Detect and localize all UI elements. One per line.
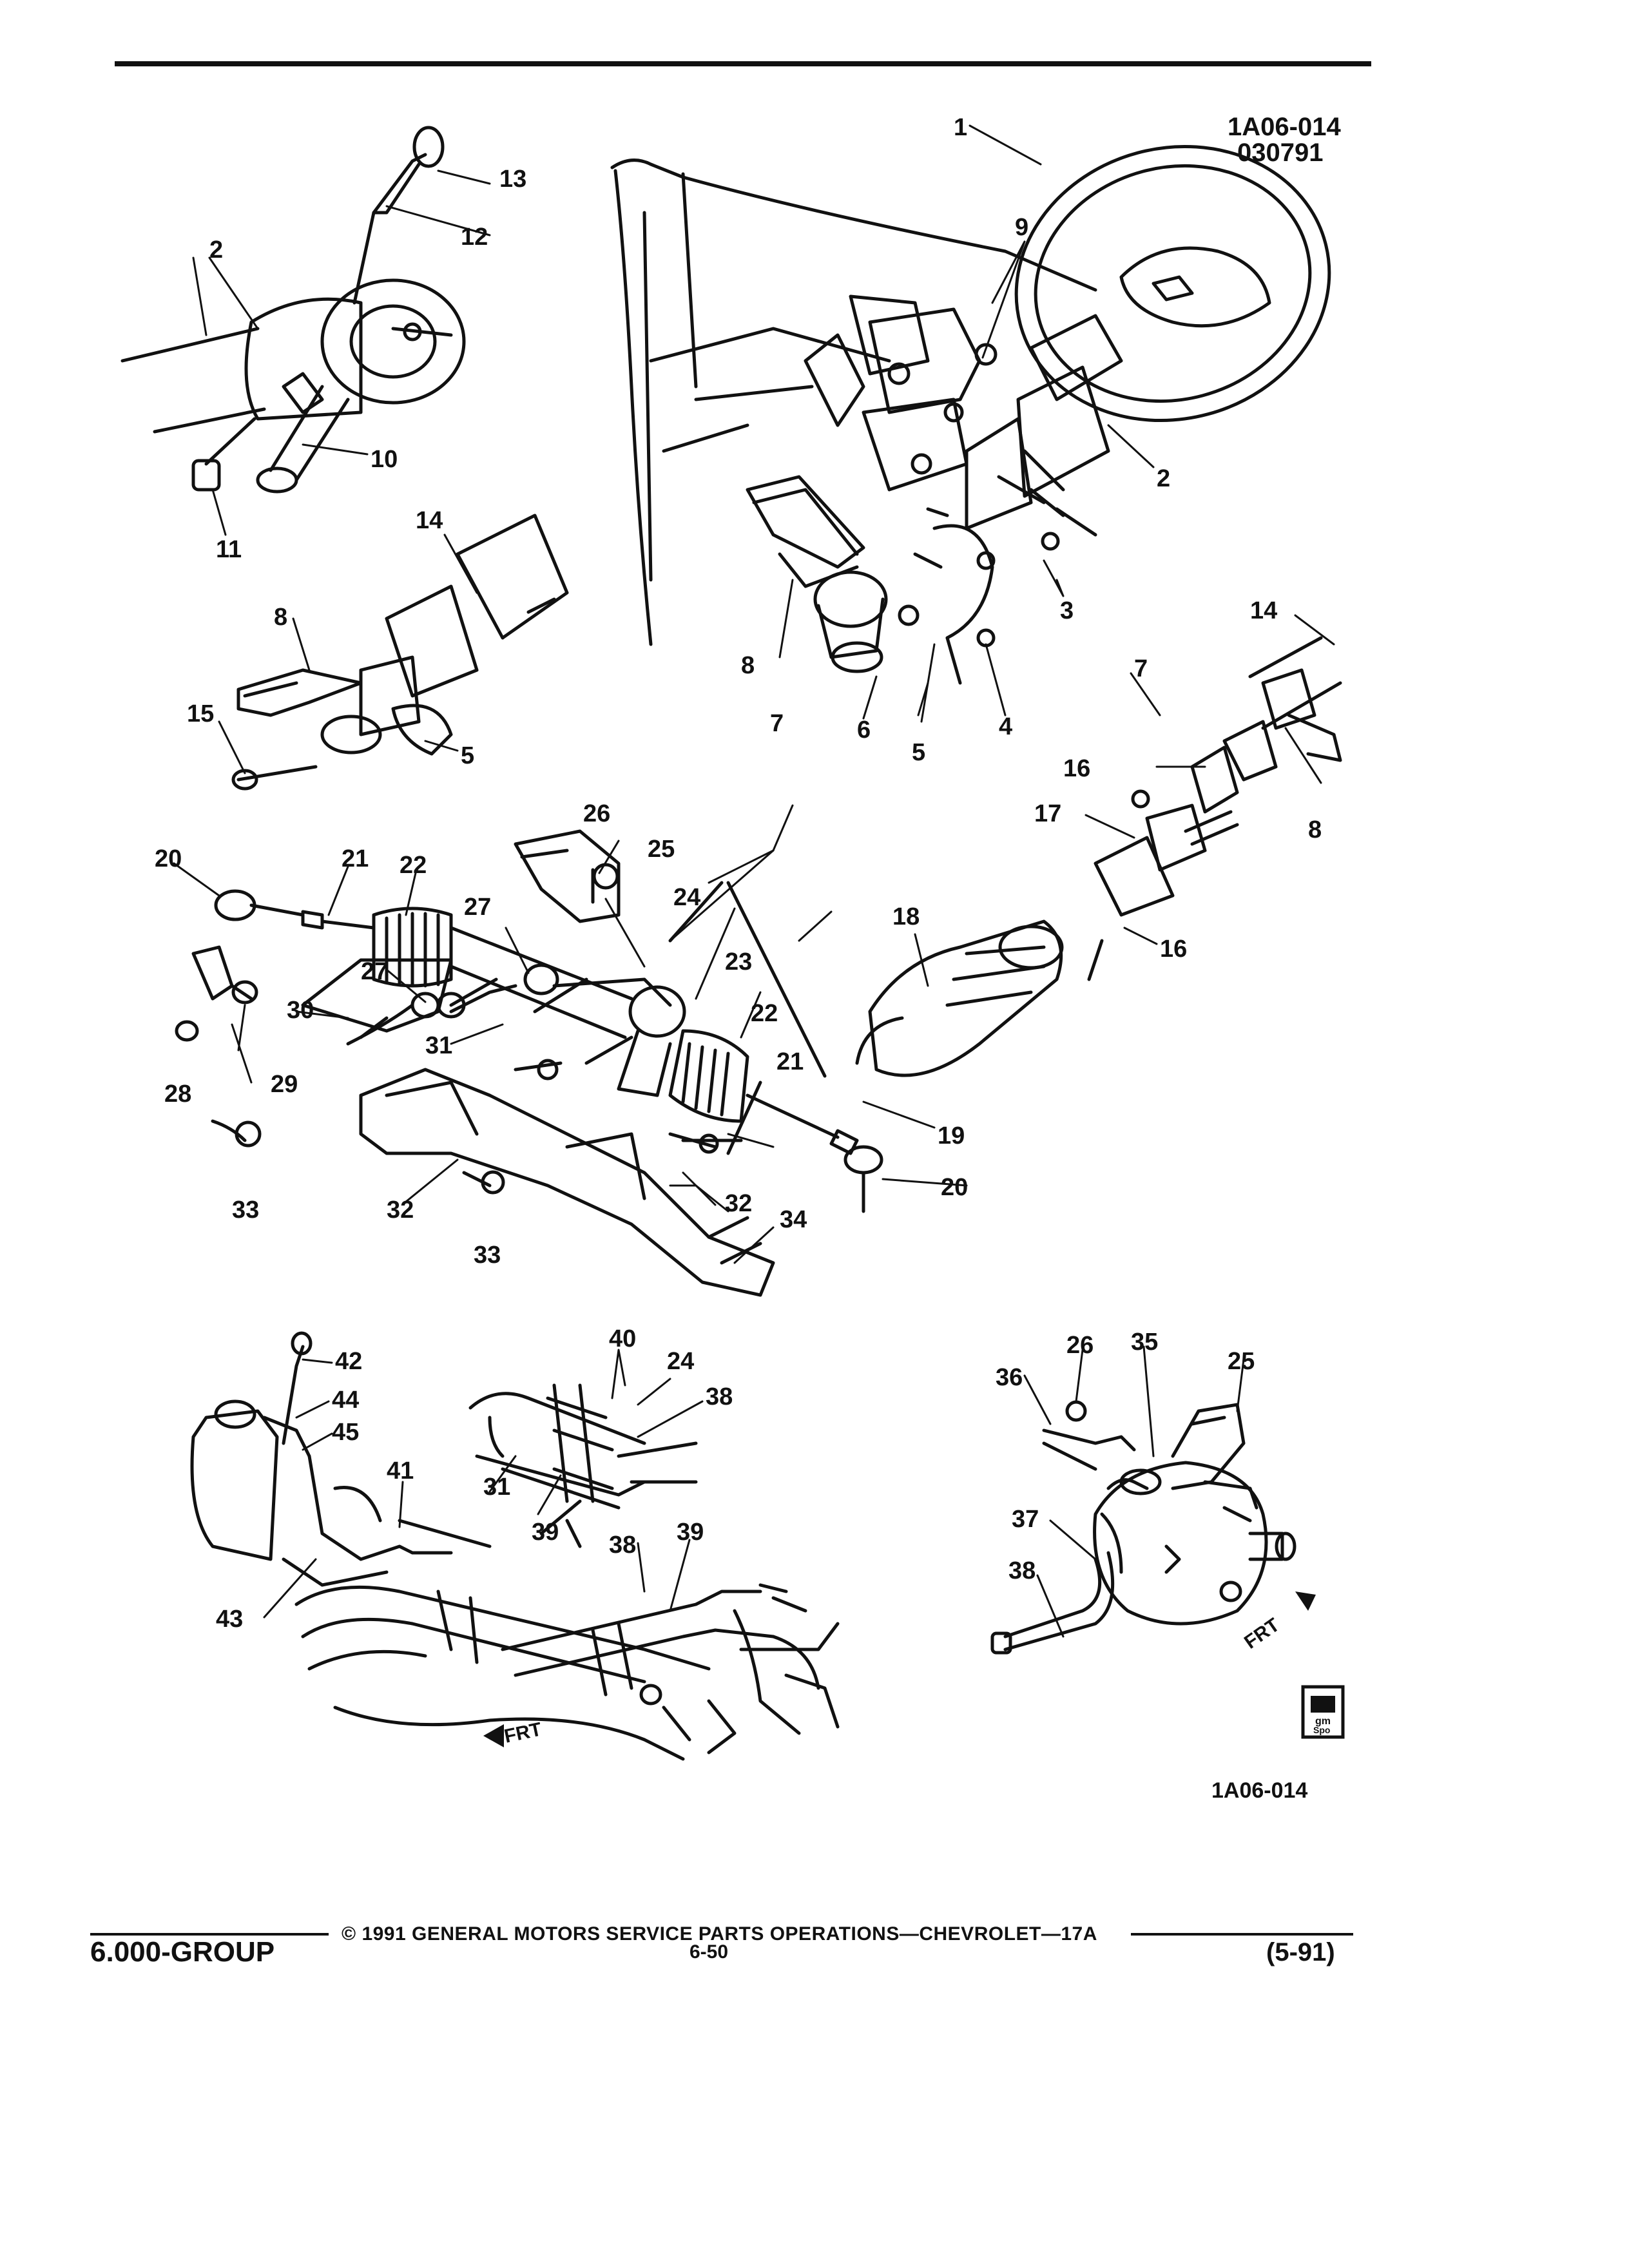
callout-24-upper: 24	[673, 884, 700, 911]
steering-wheel-column-view	[610, 144, 1331, 685]
footer-group-label: 6.000-GROUP	[90, 1936, 275, 1968]
callout-8-left: 8	[274, 604, 287, 631]
callout-12: 12	[461, 224, 488, 251]
frt-label-left: FRT	[503, 1718, 544, 1747]
gm-spo-badge: gm Spo	[1301, 1685, 1345, 1739]
callout-25-upper: 25	[648, 836, 675, 863]
callout-8: 8	[741, 652, 755, 679]
callout-14-left: 14	[416, 507, 443, 534]
callout-33-left: 33	[232, 1196, 259, 1224]
callout-5-left: 5	[461, 742, 474, 769]
figure-id-bottom: 1A06-014	[1211, 1778, 1307, 1803]
callout-42: 42	[335, 1348, 362, 1375]
callout-30: 30	[287, 997, 314, 1024]
callout-43: 43	[216, 1606, 243, 1633]
footer-rule-right	[1131, 1933, 1353, 1936]
callout-31-lower: 31	[483, 1474, 510, 1501]
footer-revision-date: (5-91)	[1266, 1938, 1335, 1966]
callout-13: 13	[499, 166, 526, 193]
callout-10: 10	[371, 446, 398, 473]
callout-3: 3	[1060, 597, 1074, 624]
callout-11: 11	[216, 536, 242, 563]
callout-32-left: 32	[387, 1196, 414, 1224]
callout-20-right: 20	[941, 1174, 968, 1201]
column-bracket-detail-view	[231, 514, 569, 791]
frt-arrow-left-icon	[483, 1724, 504, 1747]
callout-41: 41	[387, 1457, 414, 1485]
callout-24-lower: 24	[667, 1348, 694, 1375]
callout-27-upper: 27	[464, 894, 491, 921]
callout-34: 34	[780, 1206, 807, 1233]
callout-19: 19	[938, 1122, 965, 1149]
callout-9: 9	[1015, 214, 1028, 241]
callout-27-lower: 27	[361, 958, 388, 985]
callout-18: 18	[892, 903, 920, 930]
callout-5: 5	[912, 739, 925, 766]
intermediate-shaft-view	[855, 636, 1342, 1077]
frt-label-right: FRT	[1240, 1614, 1284, 1653]
callout-38-lower: 38	[1008, 1557, 1036, 1584]
callout-6: 6	[857, 716, 871, 744]
callout-38-middle: 38	[609, 1532, 636, 1559]
callout-31-upper: 31	[425, 1032, 452, 1059]
callout-26-lower: 26	[1066, 1332, 1094, 1359]
figure-id-top: 1A06-014	[1228, 113, 1341, 141]
callout-7-right: 7	[1134, 655, 1148, 682]
callout-20-left: 20	[155, 845, 182, 872]
callout-8-right: 8	[1308, 816, 1322, 843]
callout-45: 45	[332, 1419, 359, 1446]
top-rule	[115, 61, 1371, 66]
footer-page-number: 6-50	[689, 1941, 729, 1963]
power-steering-lines-view	[190, 1331, 840, 1761]
callout-21-right: 21	[776, 1048, 804, 1075]
callout-39-left: 39	[532, 1519, 559, 1546]
callout-40: 40	[609, 1325, 636, 1352]
footer-copyright: © 1991 GENERAL MOTORS SERVICE PARTS OPER…	[342, 1923, 1097, 1945]
callout-33-right: 33	[474, 1242, 501, 1269]
callout-4: 4	[999, 713, 1012, 740]
callout-16-upper: 16	[1063, 755, 1090, 782]
callout-22-left: 22	[400, 852, 427, 879]
callout-1: 1	[954, 114, 967, 141]
callout-37: 37	[1012, 1506, 1039, 1533]
leader-lines	[173, 124, 1335, 1638]
callout-39-right: 39	[677, 1519, 704, 1546]
callout-26-upper: 26	[583, 800, 610, 827]
callout-22-right: 22	[751, 1000, 778, 1027]
callout-44: 44	[332, 1387, 359, 1414]
rack-and-pinion-view	[175, 829, 883, 1297]
callout-35: 35	[1131, 1329, 1158, 1356]
callout-28: 28	[164, 1081, 191, 1108]
callout-21-left: 21	[342, 845, 369, 872]
footer-rule-left	[90, 1933, 329, 1936]
callout-23: 23	[725, 948, 752, 975]
callout-38-upper: 38	[706, 1383, 733, 1410]
callout-2: 2	[1157, 465, 1170, 492]
figure-date-code: 030791	[1237, 139, 1323, 167]
callout-32-right: 32	[725, 1190, 752, 1217]
badge-bottom-text: Spo	[1313, 1725, 1330, 1735]
gear-hose-bracket-view	[990, 1400, 1296, 1655]
frt-arrow-right-icon	[1295, 1591, 1316, 1611]
callout-2-left: 2	[209, 236, 223, 264]
callout-29: 29	[271, 1071, 298, 1098]
column-shift-lever-view	[120, 126, 466, 494]
callout-25-lower: 25	[1228, 1348, 1255, 1375]
callout-15: 15	[187, 700, 214, 727]
callout-16-lower: 16	[1160, 936, 1187, 963]
callout-14-right: 14	[1250, 597, 1277, 624]
callout-36: 36	[996, 1364, 1023, 1391]
callout-17: 17	[1034, 800, 1061, 827]
badge-top-text: gm	[1315, 1716, 1331, 1727]
callout-7: 7	[770, 710, 784, 737]
